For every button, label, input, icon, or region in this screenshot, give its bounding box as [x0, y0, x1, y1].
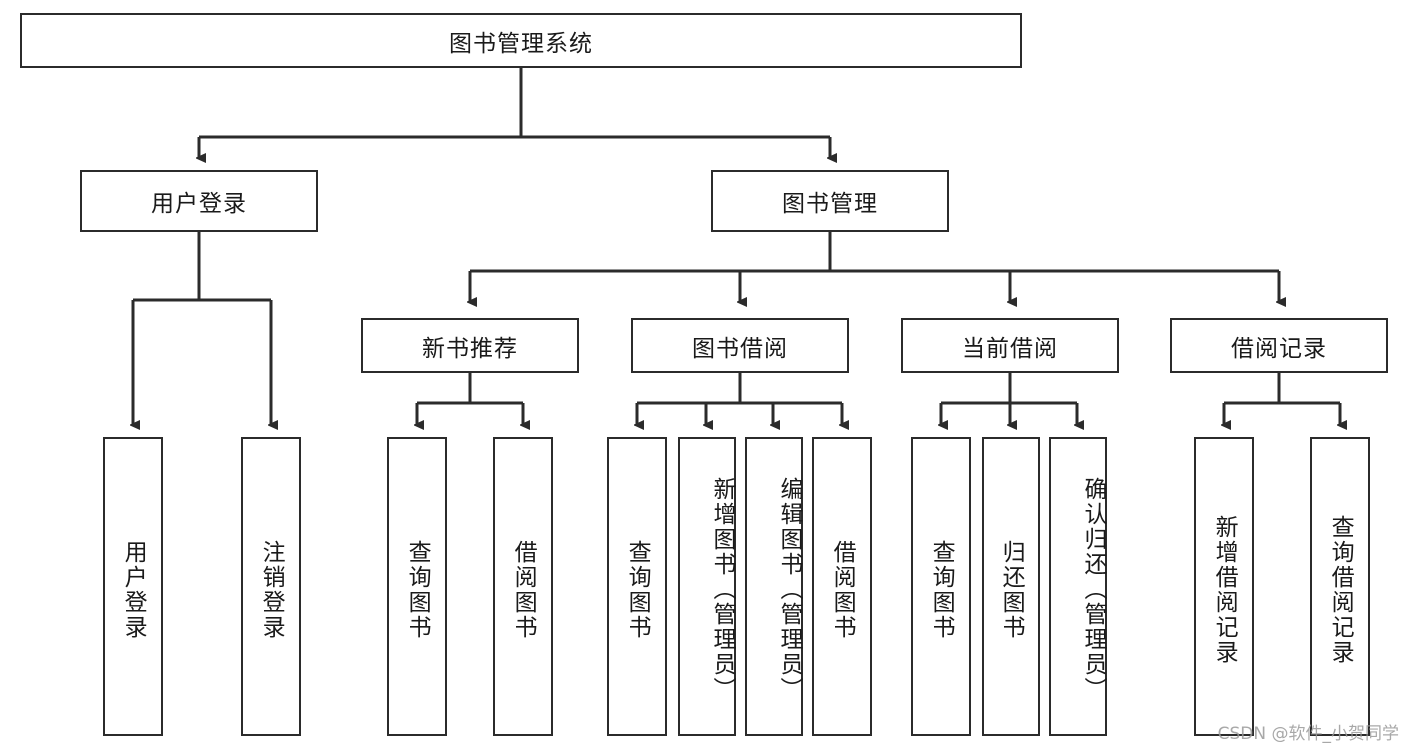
leaf-bb-add-book-label: 新增图书（管理员） — [709, 477, 735, 702]
node-book-management-label: 图书管理 — [782, 191, 878, 217]
node-book-borrow-label: 图书借阅 — [692, 335, 788, 362]
node-root-label: 图书管理系统 — [449, 30, 593, 57]
leaf-cb-return-book-label: 归还图书 — [998, 539, 1025, 640]
leaf-br-add-record-label: 新增借阅记录 — [1211, 514, 1238, 665]
leaf-user-login-label: 用户登录 — [120, 539, 147, 640]
leaf-cb-return-book[interactable]: 归还图书 — [982, 437, 1040, 736]
leaf-bb-borrow-book[interactable]: 借阅图书 — [812, 437, 872, 736]
leaf-bb-query-book[interactable]: 查询图书 — [607, 437, 667, 736]
leaf-br-query-record[interactable]: 查询借阅记录 — [1310, 437, 1370, 736]
leaf-br-add-record[interactable]: 新增借阅记录 — [1194, 437, 1254, 736]
leaf-cb-confirm-return[interactable]: 确认归还（管理员） — [1049, 437, 1107, 736]
csdn-watermark: CSDN @软件_小贺同学 — [1217, 724, 1399, 744]
node-current-borrow[interactable]: 当前借阅 — [901, 318, 1119, 373]
node-book-management[interactable]: 图书管理 — [711, 170, 949, 232]
leaf-br-query-record-label: 查询借阅记录 — [1327, 514, 1354, 665]
leaf-logout-label: 注销登录 — [258, 539, 285, 640]
node-borrow-record-label: 借阅记录 — [1231, 335, 1327, 362]
leaf-nb-borrow-book-label: 借阅图书 — [510, 539, 537, 640]
leaf-nb-borrow-book[interactable]: 借阅图书 — [493, 437, 553, 736]
node-borrow-record[interactable]: 借阅记录 — [1170, 318, 1388, 373]
leaf-bb-edit-book[interactable]: 编辑图书（管理员） — [745, 437, 803, 736]
leaf-bb-borrow-book-label: 借阅图书 — [829, 539, 856, 640]
node-current-borrow-label: 当前借阅 — [962, 335, 1058, 362]
leaf-cb-query-book-label: 查询图书 — [928, 539, 955, 640]
leaf-bb-add-book[interactable]: 新增图书（管理员） — [678, 437, 736, 736]
node-new-book-recommend[interactable]: 新书推荐 — [361, 318, 579, 373]
node-user-login-label: 用户登录 — [151, 191, 247, 217]
node-new-book-recommend-label: 新书推荐 — [422, 335, 518, 362]
leaf-bb-edit-book-label: 编辑图书（管理员） — [776, 477, 802, 702]
node-book-borrow[interactable]: 图书借阅 — [631, 318, 849, 373]
node-root[interactable]: 图书管理系统 — [20, 13, 1022, 68]
leaf-bb-query-book-label: 查询图书 — [624, 539, 651, 640]
leaf-cb-confirm-return-label: 确认归还（管理员） — [1080, 477, 1106, 702]
node-user-login[interactable]: 用户登录 — [80, 170, 318, 232]
leaf-logout[interactable]: 注销登录 — [241, 437, 301, 736]
leaf-nb-query-book[interactable]: 查询图书 — [387, 437, 447, 736]
leaf-nb-query-book-label: 查询图书 — [404, 539, 431, 640]
leaf-cb-query-book[interactable]: 查询图书 — [911, 437, 971, 736]
leaf-user-login[interactable]: 用户登录 — [103, 437, 163, 736]
